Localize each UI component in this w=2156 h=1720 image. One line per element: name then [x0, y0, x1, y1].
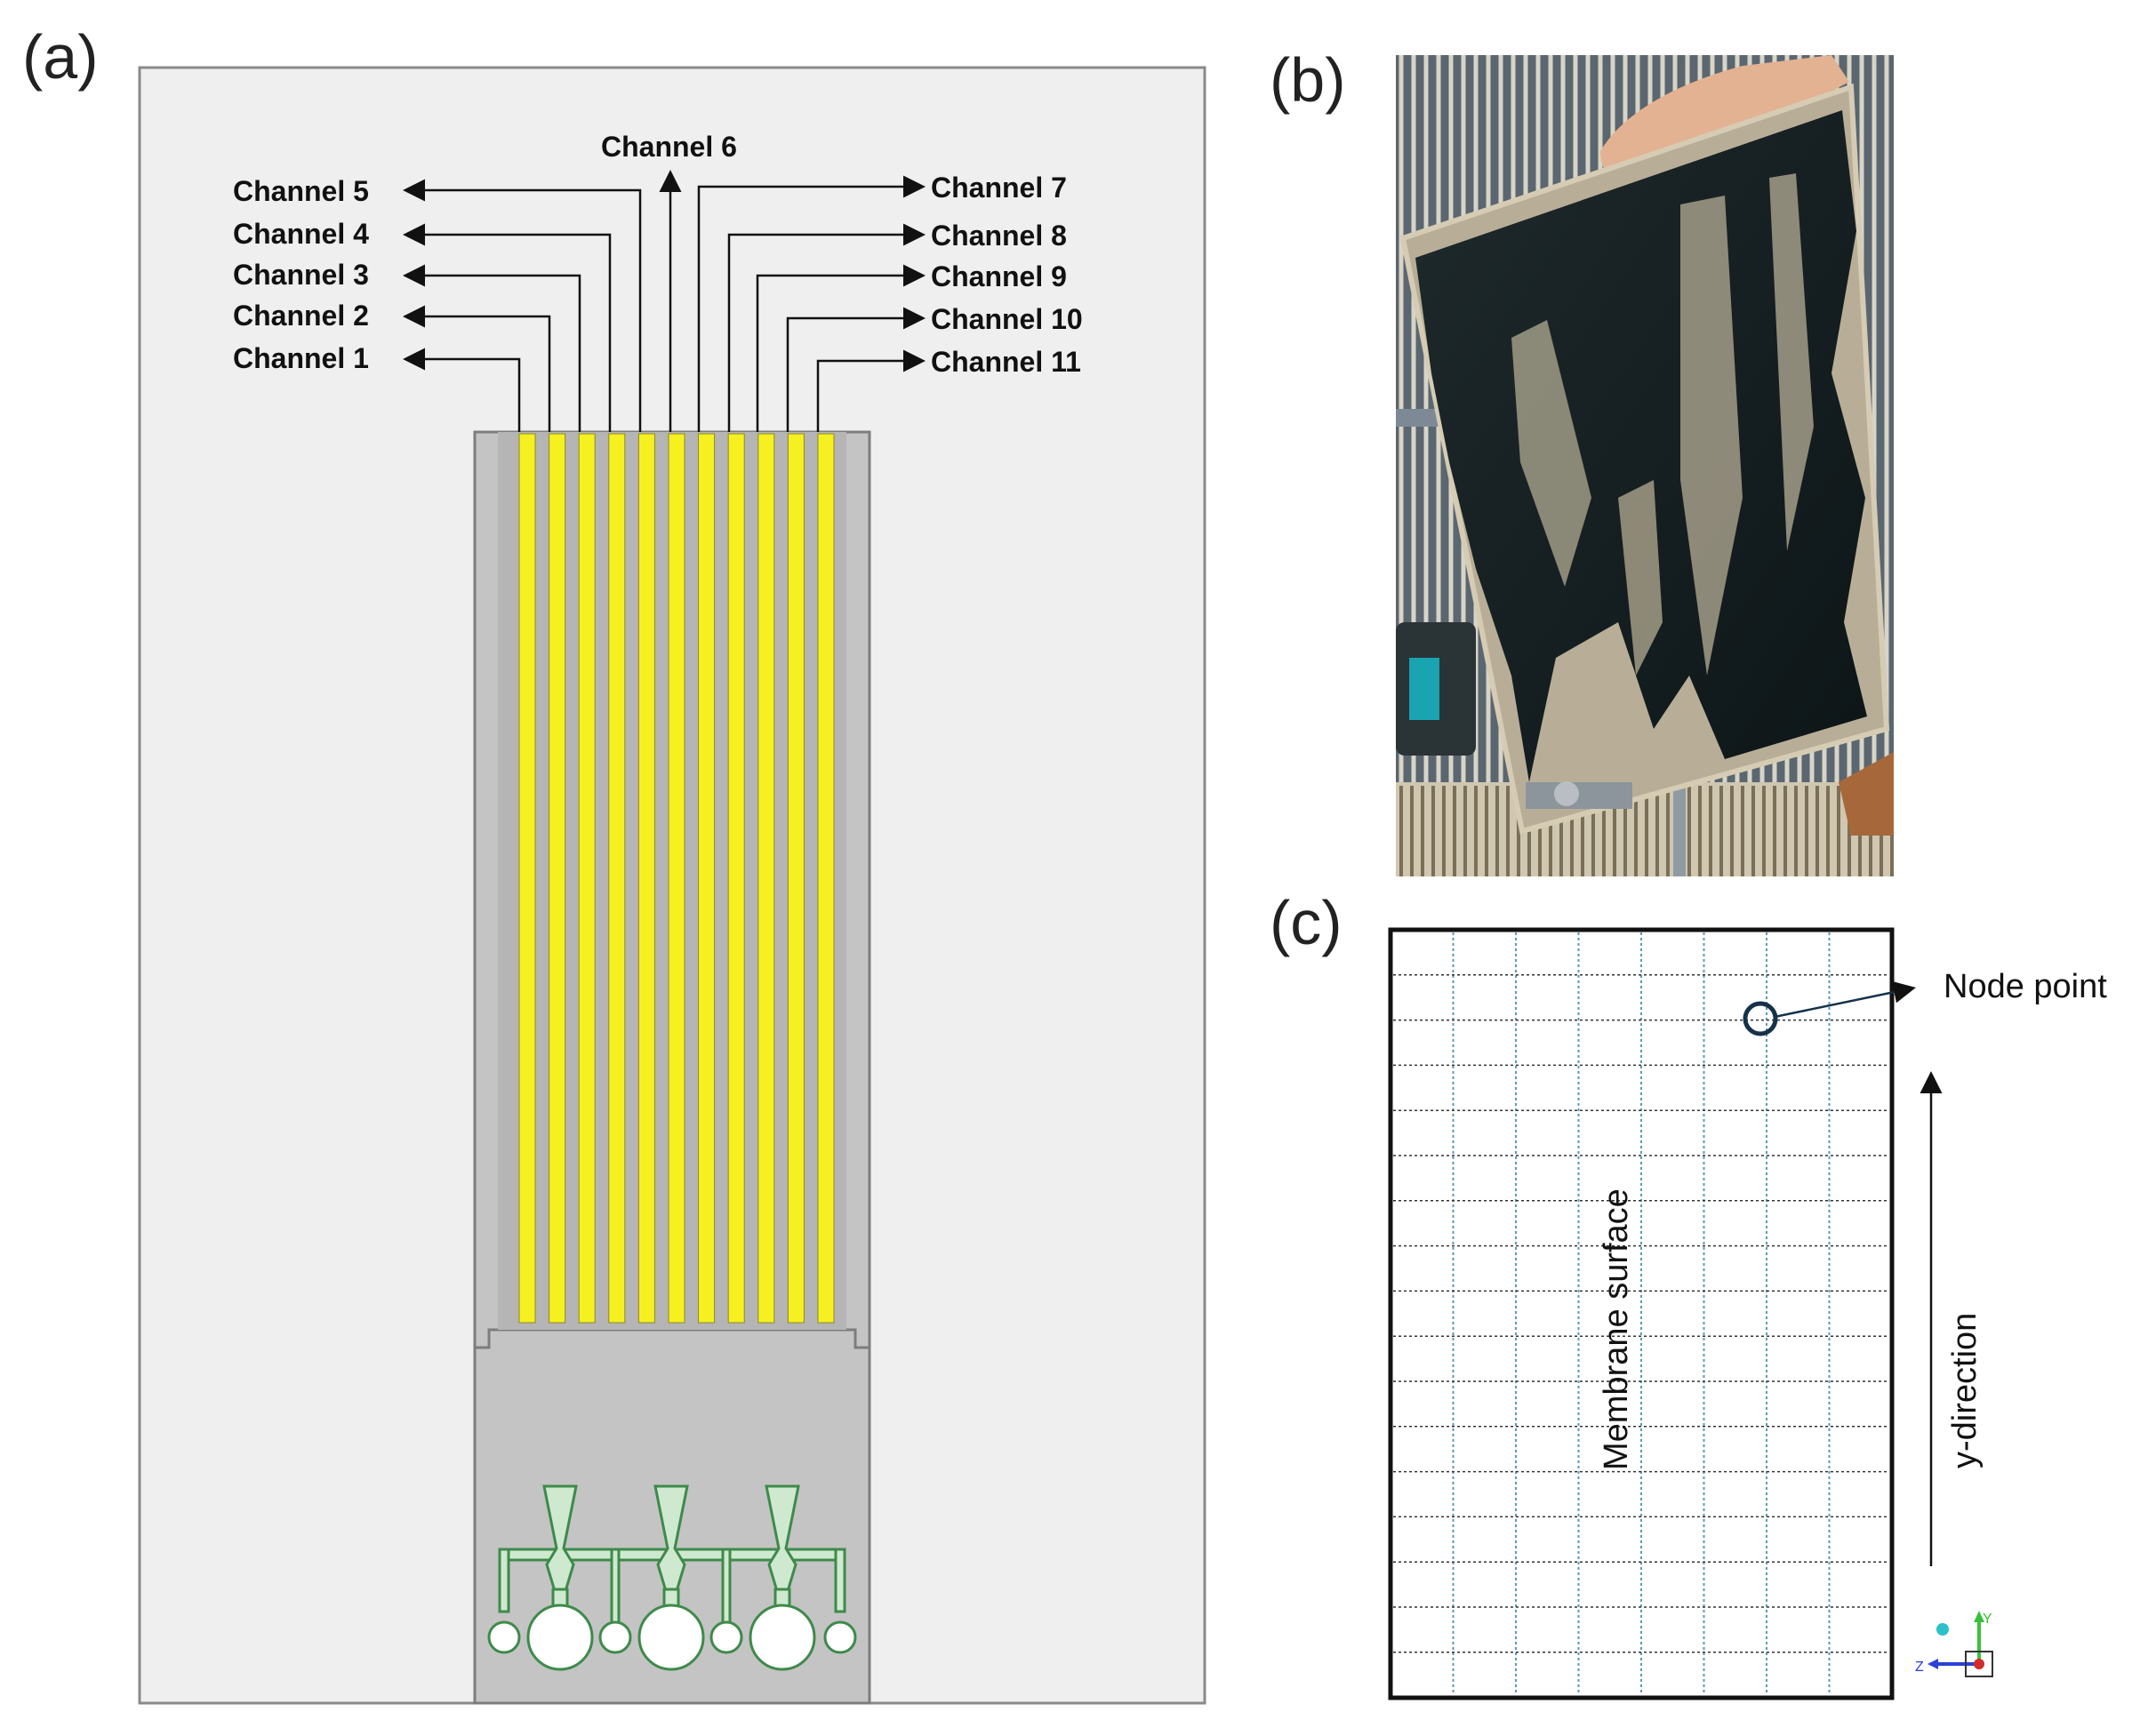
manifold-drop-left [498, 1548, 510, 1613]
yellow-channel-6 [668, 433, 685, 1324]
route-channel-1 [403, 348, 521, 432]
route-channel-3 [403, 264, 581, 432]
large-bubble-3 [749, 1604, 816, 1671]
y-direction-label: y-direction [1946, 1313, 1984, 1468]
manifold-drop-3 [721, 1548, 732, 1631]
small-bubble-2 [598, 1620, 632, 1654]
route-channel-9 [756, 264, 926, 432]
yellow-channel-4 [608, 433, 626, 1324]
fouling-layer [1415, 110, 1867, 782]
channel-label-7: Channel 7 [931, 172, 1067, 204]
yellow-channel-3 [578, 433, 596, 1324]
channel-label-8: Channel 8 [931, 220, 1067, 252]
yellow-channel-11 [817, 433, 835, 1324]
channel-labels: Channel 5 Channel 4 Channel 3 Channel 2 … [233, 131, 1083, 378]
panel-c-letter: (c) [1270, 888, 1342, 957]
yellow-channel-9 [757, 433, 775, 1324]
channel-label-6: Channel 6 [601, 131, 737, 163]
channel-label-10: Channel 10 [931, 303, 1083, 335]
route-channel-5 [403, 179, 642, 432]
yellow-channel-10 [787, 433, 805, 1324]
route-channel-10 [786, 307, 926, 432]
channel-label-2: Channel 2 [233, 300, 369, 332]
manifold-drop-2 [610, 1548, 621, 1631]
manifold-drop-right [834, 1548, 846, 1613]
channel-label-3: Channel 3 [233, 259, 369, 291]
triad-y-label: Y [1983, 1612, 1992, 1627]
channel-label-9: Channel 9 [931, 260, 1067, 292]
node-point-label: Node point [1944, 968, 2107, 1005]
membrane-surface-label: Membrane surface [1598, 1188, 1635, 1470]
channel-label-5: Channel 5 [233, 175, 369, 207]
channel-label-11: Channel 11 [931, 346, 1081, 378]
route-channel-8 [727, 223, 926, 432]
route-channel-11 [816, 349, 926, 432]
node-point-marker [1743, 1001, 1778, 1036]
yellow-channel-1 [518, 433, 536, 1324]
aeration-manifold [487, 1484, 857, 1671]
small-bubble-3 [709, 1620, 743, 1654]
yellow-channel-8 [727, 433, 745, 1324]
yellow-channel-2 [549, 433, 566, 1324]
small-bubble-4 [823, 1620, 857, 1654]
channel-label-1: Channel 1 [233, 342, 369, 374]
large-bubble-1 [526, 1604, 594, 1671]
yellow-channels [518, 433, 835, 1324]
route-channel-7 [697, 175, 926, 432]
panel-a-letter: (a) [22, 22, 99, 92]
channel-label-4: Channel 4 [233, 218, 369, 250]
node-point-pointer [1774, 980, 1916, 1019]
route-channel-4 [403, 223, 612, 432]
yellow-channel-5 [637, 433, 655, 1324]
small-bubble-1 [487, 1620, 521, 1654]
large-bubble-2 [637, 1604, 705, 1671]
panel-b-letter: (b) [1270, 45, 1346, 115]
fouled-membrane-photo [1396, 55, 1894, 876]
axis-triad-icon: Y Z [1915, 1611, 1993, 1677]
route-channel-2 [403, 305, 551, 432]
triad-z-label: Z [1915, 1660, 1924, 1675]
membrane-grid: Node point Membrane surface y-direction [1388, 927, 2107, 1700]
yellow-channel-7 [698, 433, 716, 1324]
channel-routes [403, 170, 926, 432]
